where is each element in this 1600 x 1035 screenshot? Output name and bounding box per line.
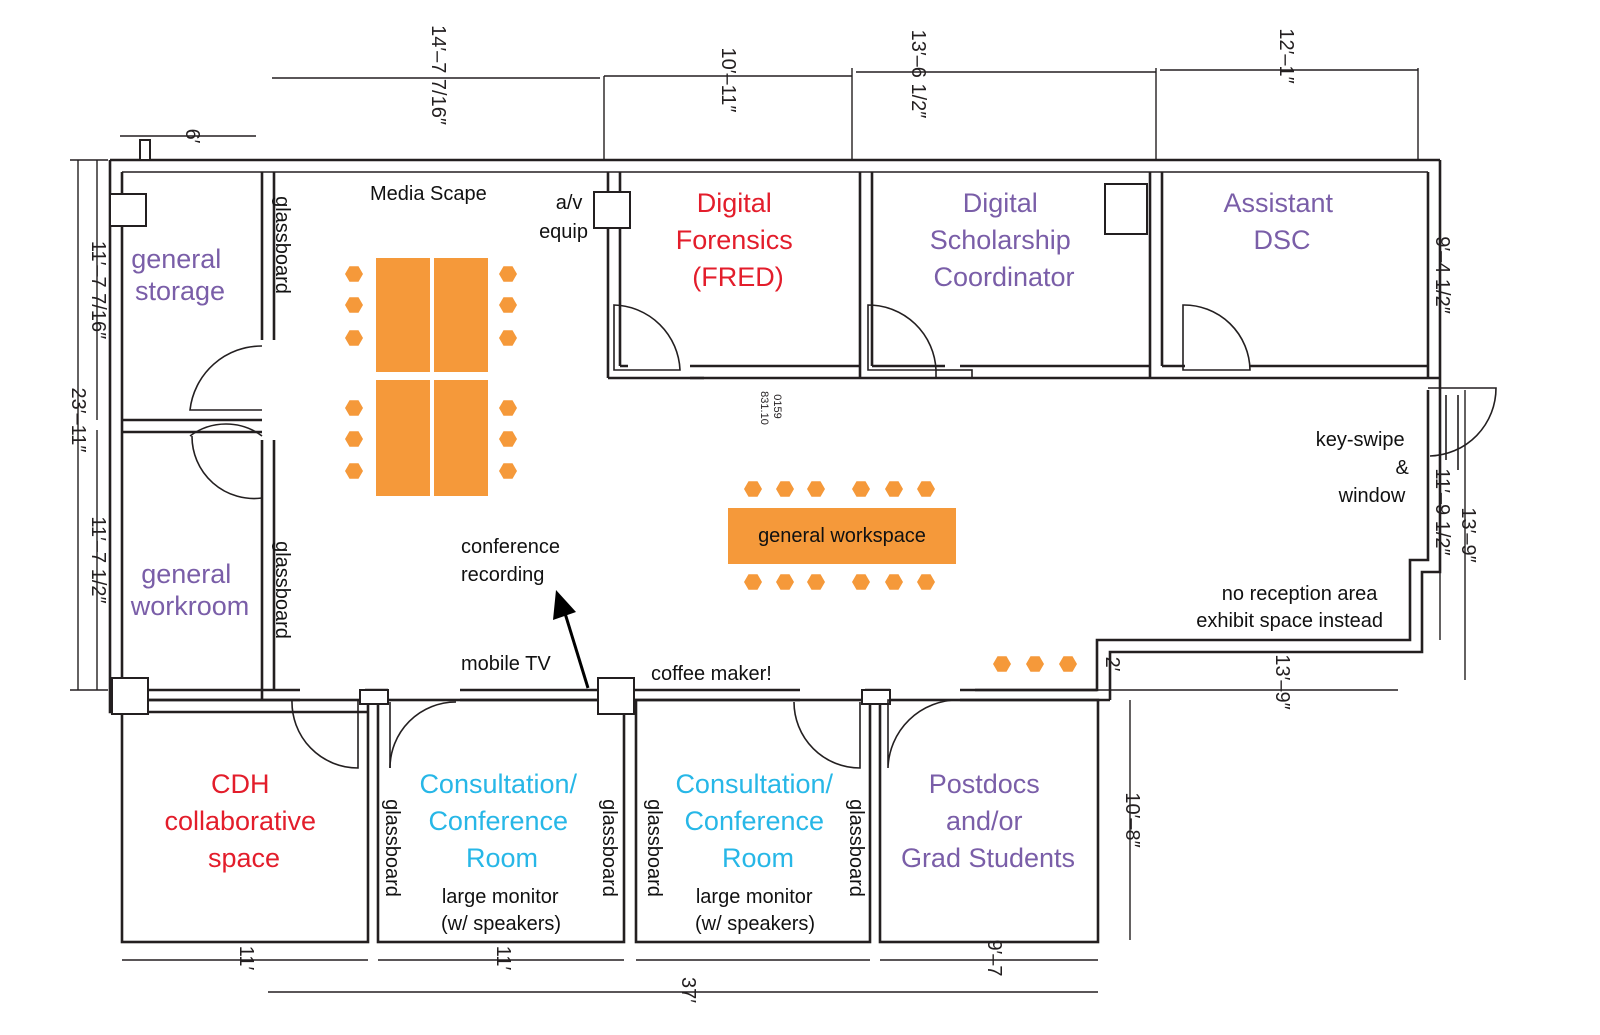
dim-bottom-postdocs: 9′–7 [983, 939, 1005, 976]
room-postdocs: Postdocs and/or Grad Students [901, 769, 1075, 873]
chair [345, 463, 363, 479]
table-segment [434, 380, 488, 496]
dimension-lines [70, 68, 1466, 993]
room-consultation-2: Consultation/ Conference Room [675, 769, 840, 873]
chairs [345, 266, 1077, 672]
reception-label: no reception area exhibit space instead [1196, 583, 1383, 632]
chair [744, 481, 762, 497]
dim-top-assistant: 12′–1″ [1275, 28, 1297, 83]
chair [345, 330, 363, 346]
chair [499, 330, 517, 346]
chair [807, 481, 825, 497]
general-workspace-table [728, 508, 956, 564]
av-equip-label: a/v equip [539, 192, 588, 243]
chair [345, 400, 363, 416]
dim-exhibit-width: 13′–9″ [1271, 654, 1293, 709]
chair [1026, 656, 1044, 672]
dim-right-outer: 13′–9″ [1457, 507, 1479, 562]
chair [852, 481, 870, 497]
dim-left-upper: 11′–7 7/16″ [87, 241, 109, 339]
general-workspace-label: general workspace [758, 525, 926, 547]
dim-bottom-cdh: 11′ [235, 946, 257, 971]
chair [345, 431, 363, 447]
room-cdh-collaborative-space: CDH collaborative space [164, 769, 323, 873]
chair [345, 266, 363, 282]
dim-left-total: 23′–11″ [67, 388, 89, 453]
chair [499, 431, 517, 447]
dim-exhibit-depth: 2′ [1101, 657, 1123, 672]
chair [917, 574, 935, 590]
glassboard-label: glassboard [845, 799, 867, 897]
chair [499, 400, 517, 416]
dim-top-media: 14′–7 7/16″ [427, 25, 449, 125]
dim-left-lower: 11′–7 1/2″ [87, 516, 109, 603]
glassboard-label: glassboard [271, 196, 293, 294]
chair [1059, 656, 1077, 672]
chair [807, 574, 825, 590]
table-segment [376, 258, 430, 372]
room-assistant-dsc: Assistant DSC [1223, 188, 1340, 255]
monitor-label-2: large monitor (w/ speakers) [695, 886, 818, 935]
glassboard-label: glassboard [271, 541, 293, 639]
room-number: 0159 831.10 [758, 391, 783, 425]
room-general-workroom: general workroom [130, 559, 250, 621]
chair [917, 481, 935, 497]
recording-arrow [562, 609, 590, 689]
dim-bottom-consult: 11′ [492, 946, 514, 971]
room-digital-forensics: Digital Forensics (FRED) [676, 188, 801, 292]
chair [852, 574, 870, 590]
chair [345, 297, 363, 313]
dim-right-offices: 9′–4 1/2″ [1431, 236, 1453, 314]
dim-right-mid: 11′–9 1/2″ [1431, 468, 1453, 555]
chair [499, 266, 517, 282]
dim-postdocs-depth: 10′–8″ [1121, 792, 1143, 847]
dim-top-forensics: 10′–11″ [717, 48, 739, 113]
chair [499, 463, 517, 479]
chair [499, 297, 517, 313]
chair [744, 574, 762, 590]
glassboard-label: glassboard [643, 799, 665, 897]
dim-top-scholarship: 13′–6 1/2″ [907, 30, 929, 119]
dim-top-small: 6′ [181, 129, 203, 144]
glassboard-label: glassboard [381, 799, 403, 897]
structural-columns [109, 139, 1148, 715]
room-consultation-1: Consultation/ Conference Room [419, 769, 584, 873]
mobile-tv-label: mobile TV [461, 653, 551, 675]
chair [993, 656, 1011, 672]
recording-arrow-head [553, 590, 576, 620]
media-scape-label: Media Scape [370, 183, 487, 205]
media-scape-table [376, 258, 488, 496]
key-swipe-label: key-swipe & window [1316, 429, 1415, 507]
chair [776, 574, 794, 590]
chair [885, 481, 903, 497]
chair [885, 574, 903, 590]
glassboard-label: glassboard [598, 799, 620, 897]
room-general-storage: general storage [131, 244, 229, 306]
table-segment [376, 380, 430, 496]
monitor-label-1: large monitor (w/ speakers) [441, 886, 564, 935]
chair [776, 481, 794, 497]
conference-recording-label: conference recording [461, 536, 566, 586]
coffee-maker-label: coffee maker! [651, 663, 772, 685]
table-segment [434, 258, 488, 372]
dim-bottom-total: 37′ [677, 977, 699, 1003]
room-digital-scholarship-coordinator: Digital Scholarship Coordinator [930, 188, 1079, 292]
doors [189, 304, 1497, 769]
